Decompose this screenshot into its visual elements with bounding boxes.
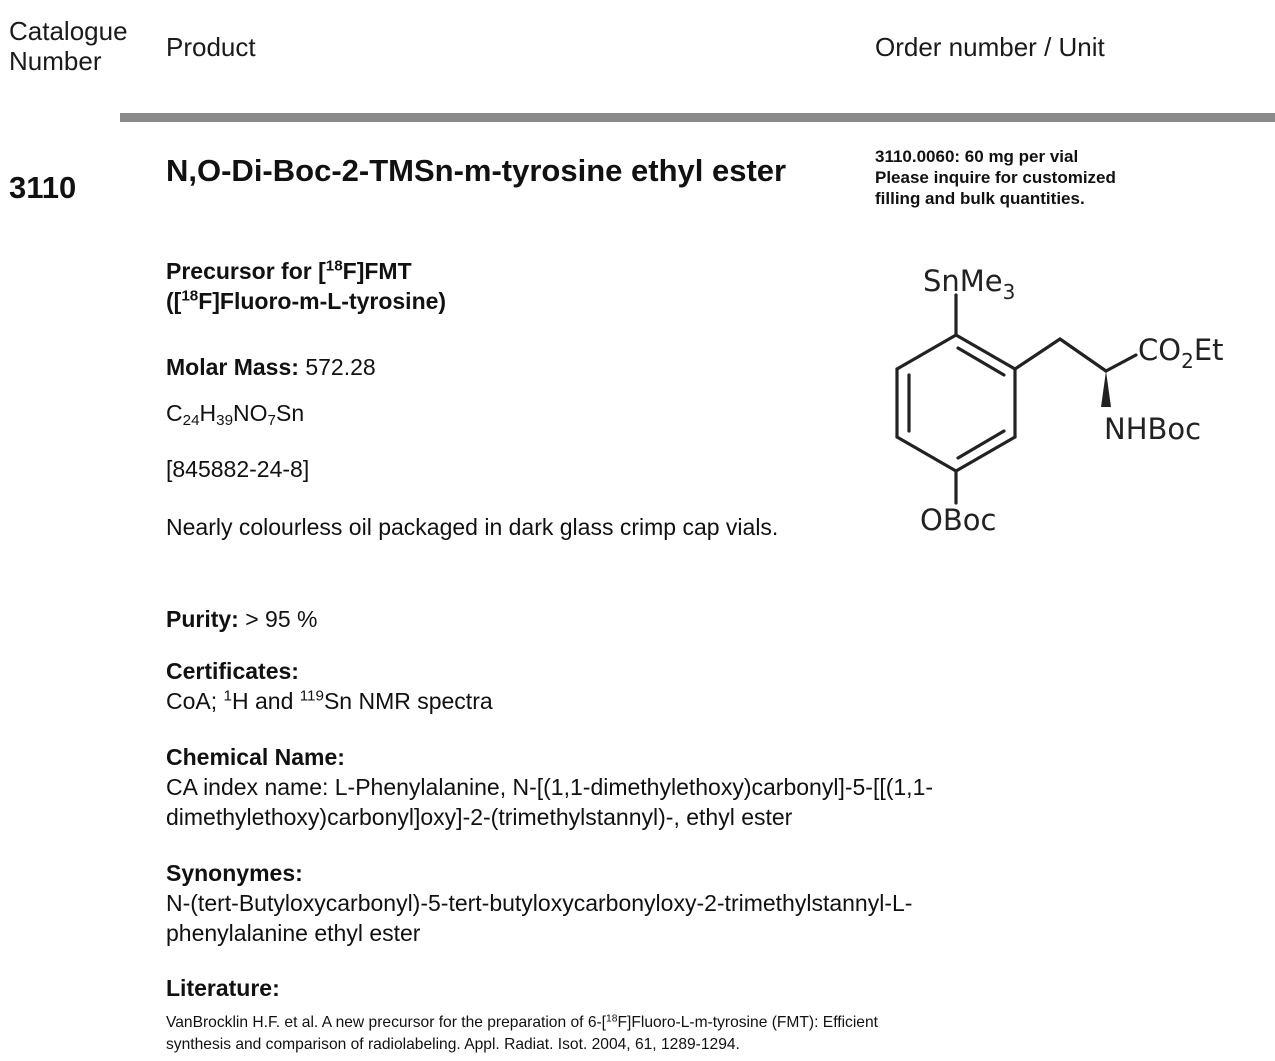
- formula-no: NO: [233, 400, 268, 426]
- subtitle-line1: Precursor for [18F]FMT: [166, 256, 816, 286]
- subtitle-line2: ([18F]Fluoro-m-L-tyrosine): [166, 286, 816, 316]
- certificates: Certificates: CoA; 1H and 119Sn NMR spec…: [166, 656, 493, 716]
- synonymes: Synonymes: N-(tert-Butyloxycarbonyl)-5-t…: [166, 858, 1266, 948]
- label-co2et-sub: 2: [1181, 349, 1194, 373]
- structure-bonds: [895, 293, 1138, 505]
- bond-ch2: [1013, 337, 1062, 371]
- formula-h-count: 39: [216, 411, 234, 429]
- molecular-formula: C24H39NO7Sn: [166, 398, 304, 428]
- subtitle-line2-post: F]Fluoro-m-L-tyrosine): [198, 288, 447, 314]
- order-line3: filling and bulk quantities.: [875, 189, 1085, 208]
- literature-line2: synthesis and comparison of radiolabelin…: [166, 1036, 740, 1053]
- chemical-structure: SnMe3 CO2Et NHBoc OBoc: [895, 264, 1224, 537]
- literature-reference: VanBrocklin H.F. et al. A new precursor …: [166, 1012, 1266, 1056]
- bond-ring-1: [954, 333, 1017, 371]
- product-description: Nearly colourless oil packaged in dark g…: [166, 514, 779, 540]
- formula-h: H: [199, 400, 217, 426]
- catalogue-number: 3110: [9, 170, 77, 205]
- order-line1: 3110.0060: 60 mg per vial: [875, 147, 1079, 166]
- label-snme3-main: SnMe: [923, 264, 1003, 298]
- header-catalogue-line2: Number: [9, 46, 102, 76]
- header-catalogue-number: Catalogue Number: [9, 16, 128, 76]
- bond-ring-6: [895, 333, 958, 371]
- wedge-bond: [1101, 371, 1111, 407]
- synonymes-line2: phenylalanine ethyl ester: [166, 920, 421, 946]
- product-subtitle: Precursor for [18F]FMT ([18F]Fluoro-m-L-…: [166, 256, 816, 316]
- literature-post: F]Fluoro-L-m-tyrosine (FMT): Efficient: [617, 1014, 878, 1031]
- certificates-pre: CoA;: [166, 688, 224, 714]
- bond-alpha: [1058, 337, 1108, 373]
- certificates-sup1: 1: [223, 687, 232, 705]
- literature-sup: 18: [606, 1013, 618, 1025]
- molar-mass-label: Molar Mass:: [166, 354, 299, 380]
- chemical-name-line2: dimethylethoxy)carbonyl]oxy]-2-(trimethy…: [166, 804, 793, 830]
- bond-ring-4: [895, 435, 958, 473]
- formula-sn: Sn: [275, 400, 305, 426]
- label-oboc: OBoc: [920, 503, 996, 537]
- subtitle-line2-pre: ([: [166, 288, 182, 314]
- label-co2et: CO2Et: [1138, 333, 1224, 373]
- certificates-value: CoA; 1H and 119Sn NMR spectra: [166, 686, 493, 716]
- subtitle-line1-pre: Precursor for [: [166, 258, 326, 284]
- bond-ring-double-2: [956, 429, 1006, 460]
- bond-ring-3: [954, 435, 1017, 473]
- literature-label: Literature:: [166, 975, 280, 1001]
- synonymes-label: Synonymes:: [166, 860, 303, 886]
- subtitle-line1-post: F]FMT: [342, 258, 412, 284]
- header-divider: [120, 113, 1275, 122]
- header-order-unit: Order number / Unit: [875, 32, 1105, 62]
- literature-pre: VanBrocklin H.F. et al. A new precursor …: [166, 1014, 607, 1031]
- label-co2et-co: CO: [1138, 333, 1181, 367]
- certificates-mid: H and: [231, 688, 300, 714]
- formula-c-count: 24: [182, 411, 200, 429]
- cas-number: [845882-24-8]: [166, 456, 310, 482]
- molar-mass-value: 572.28: [305, 354, 376, 380]
- chemical-name-label: Chemical Name:: [166, 744, 345, 770]
- certificates-post: Sn NMR spectra: [323, 688, 493, 714]
- purity-label: Purity:: [166, 606, 239, 632]
- label-snme3-sub: 3: [1003, 280, 1016, 304]
- label-nhboc: NHBoc: [1104, 412, 1201, 446]
- header-product: Product: [166, 32, 256, 62]
- formula-o-count: 7: [267, 411, 276, 429]
- literature-line1: VanBrocklin H.F. et al. A new precursor …: [166, 1012, 1266, 1034]
- molar-mass: Molar Mass: 572.28: [166, 352, 376, 382]
- formula-c: C: [166, 400, 183, 426]
- subtitle-line2-sup: 18: [181, 287, 199, 305]
- certificates-label: Certificates:: [166, 658, 299, 684]
- subtitle-line1-sup: 18: [325, 257, 343, 275]
- synonymes-line1: N-(tert-Butyloxycarbonyl)-5-tert-butylox…: [166, 890, 913, 916]
- certificates-sup2: 119: [299, 687, 324, 705]
- purity-value: > 95 %: [245, 606, 318, 632]
- chemical-name: Chemical Name: CA index name: L-Phenylal…: [166, 742, 1266, 832]
- order-line2: Please inquire for customized: [875, 168, 1116, 187]
- label-snme3: SnMe3: [923, 264, 1015, 304]
- label-co2et-et: Et: [1194, 333, 1224, 367]
- bond-ring-double-1: [956, 346, 1006, 377]
- order-info: 3110.0060: 60 mg per vial Please inquire…: [875, 146, 1275, 209]
- product-title: N,O-Di-Boc-2-TMSn-m-tyrosine ethyl ester: [166, 153, 787, 188]
- chemical-name-line1: CA index name: L-Phenylalanine, N-[(1,1-…: [166, 774, 934, 800]
- header-catalogue-line1: Catalogue: [9, 16, 128, 46]
- purity: Purity: > 95 %: [166, 604, 317, 634]
- bond-ester: [1104, 353, 1138, 373]
